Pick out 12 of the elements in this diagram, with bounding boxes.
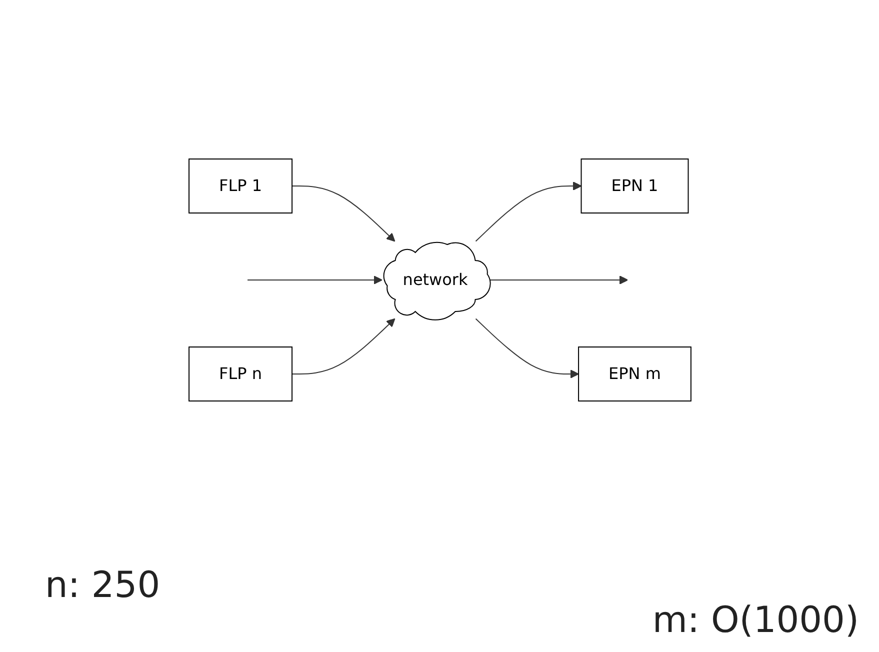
note-text: n: 250 xyxy=(45,565,160,606)
arrow xyxy=(474,318,578,378)
node-box: FLP 1 xyxy=(188,158,292,214)
arrow xyxy=(474,182,582,242)
node-box: FLP n xyxy=(188,346,292,402)
arrow xyxy=(246,276,382,284)
node-box: EPN m xyxy=(578,346,691,402)
arrow xyxy=(291,318,395,374)
arrow xyxy=(291,186,395,242)
arrow xyxy=(488,276,628,284)
note-text: m: O(1000) xyxy=(652,600,859,641)
node-box: EPN 1 xyxy=(580,158,688,214)
